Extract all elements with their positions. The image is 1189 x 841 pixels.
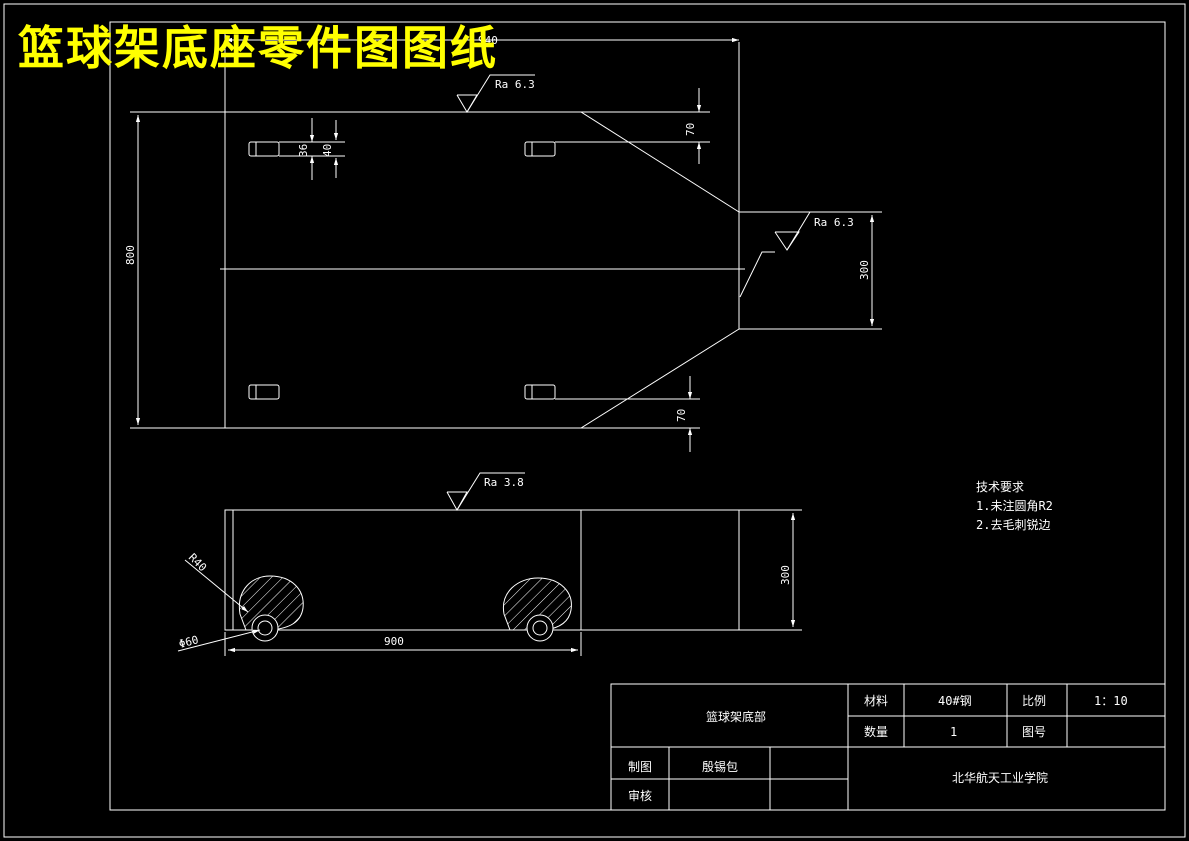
roughness-symbol (774, 231, 800, 251)
drawn-value: 殷锡包 (702, 759, 738, 774)
dim-front-height: 300 (779, 565, 792, 585)
part-name: 篮球架底部 (706, 709, 766, 724)
qty-value: 1 (950, 725, 957, 739)
roughness-symbol (456, 94, 478, 113)
slot (248, 141, 280, 157)
dim-diameter: Φ60 (177, 633, 200, 651)
drawing-no-label: 图号 (1022, 725, 1046, 739)
drawn-label: 制图 (628, 760, 652, 774)
tech-item-1: 1.未注圆角R2 (976, 498, 1053, 513)
slot (524, 141, 556, 157)
dim-slot-inner: 36 (297, 144, 310, 157)
roughness-symbol (446, 491, 468, 512)
tech-heading: 技术要求 (976, 480, 1024, 494)
title-block (610, 683, 1166, 811)
school-name: 北华航天工业学院 (952, 770, 1048, 785)
qty-label: 数量 (864, 724, 888, 739)
dim-front-length: 900 (384, 635, 404, 648)
dim-height: 800 (124, 245, 137, 265)
roughness-label: Ra 6.3 (814, 216, 854, 229)
dim-radius: R40 (186, 551, 209, 574)
roughness-label: Ra 6.3 (495, 78, 535, 91)
top-view (130, 32, 882, 452)
dim-width: 940 (478, 34, 498, 47)
wheel-section (238, 575, 304, 631)
roughness-label: Ra 3.8 (484, 476, 524, 489)
scale-value: 1：10 (1094, 694, 1128, 708)
dim-top-offset: 70 (684, 123, 697, 136)
material-label: 材料 (864, 694, 888, 708)
dim-slot-outer: 40 (321, 144, 334, 157)
scale-label: 比例 (1022, 694, 1046, 708)
material-value: 40#钢 (938, 694, 972, 708)
front-view (177, 472, 802, 656)
review-label: 审核 (628, 788, 652, 803)
slot (524, 384, 556, 400)
dim-right-height: 300 (858, 260, 871, 280)
axle-circle (251, 614, 279, 642)
dim-bottom-offset: 70 (675, 409, 688, 422)
tech-item-2: 2.去毛刺锐边 (976, 518, 1050, 532)
axle-circle (526, 614, 554, 642)
wheel-section (502, 577, 572, 631)
slot (248, 384, 280, 400)
outer-border (3, 3, 1186, 838)
page-title: 篮球架底座零件图图纸 (18, 21, 498, 75)
